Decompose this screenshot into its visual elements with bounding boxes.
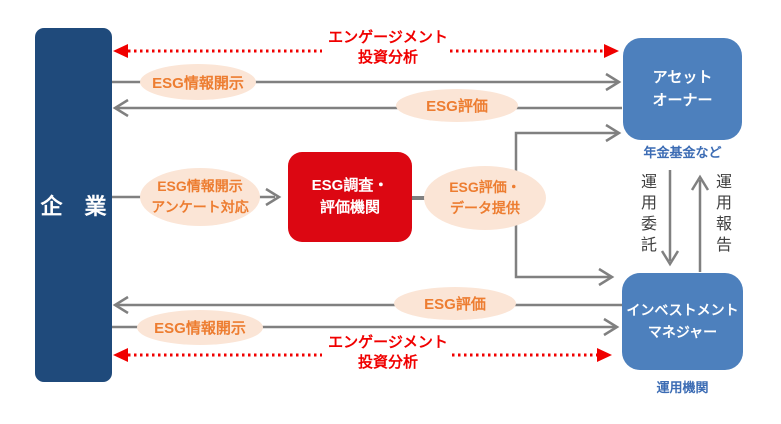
right-arrowhead-icon	[598, 267, 615, 287]
investment-manager-node: インベストメント マネジャー	[622, 273, 743, 370]
esg-disclosure-bottom-label: ESG情報開示	[137, 310, 263, 345]
esg-rating-bottom-label: ESG評価	[394, 287, 516, 320]
report-arrow	[690, 174, 710, 272]
mandate-label: 運用委託	[638, 173, 655, 257]
esg-rating-data-label: ESG評価・ データ提供	[424, 166, 546, 230]
esg-rating-top-arrow	[112, 98, 622, 118]
esg-disclosure-survey-label: ESG情報開示 アンケート対応	[140, 168, 260, 226]
up-arrowhead-icon	[690, 174, 710, 191]
mandate-arrow	[660, 170, 680, 267]
left-arrowhead-icon	[112, 98, 129, 118]
asset-owner-caption: 年金基金など	[643, 145, 722, 160]
left-arrowhead-icon	[112, 295, 129, 315]
esg-disclosure-top-label: ESG情報開示	[140, 64, 256, 100]
down-arrowhead-icon	[660, 250, 680, 267]
company-node: 企 業	[35, 28, 112, 382]
asset-owner-node: アセット オーナー	[623, 38, 742, 140]
esg-agency-node: ESG調査・ 評価機関	[288, 152, 412, 242]
report-label: 運用報告	[713, 173, 730, 257]
esg-rating-top-label: ESG評価	[396, 89, 518, 122]
right-arrowhead-icon	[605, 123, 622, 143]
engagement-bottom-arrow	[113, 348, 612, 362]
engagement-top-arrowhead-left-icon	[113, 44, 128, 58]
engagement-bottom-label: エンゲージメント 投資分析	[328, 334, 448, 371]
engagement-top-arrowhead-right-icon	[604, 44, 619, 58]
engagement-bottom-arrowhead-right-icon	[597, 348, 612, 362]
esg-rating-bottom-arrow	[112, 295, 622, 315]
right-arrowhead-icon	[603, 317, 620, 337]
engagement-bottom-arrowhead-left-icon	[113, 348, 128, 362]
right-arrowhead-icon	[605, 72, 622, 92]
right-arrowhead-icon	[265, 187, 282, 207]
engagement-top-arrow	[113, 44, 619, 58]
engagement-top-label: エンゲージメント 投資分析	[328, 29, 448, 66]
investment-manager-caption: 運用機関	[656, 380, 709, 395]
